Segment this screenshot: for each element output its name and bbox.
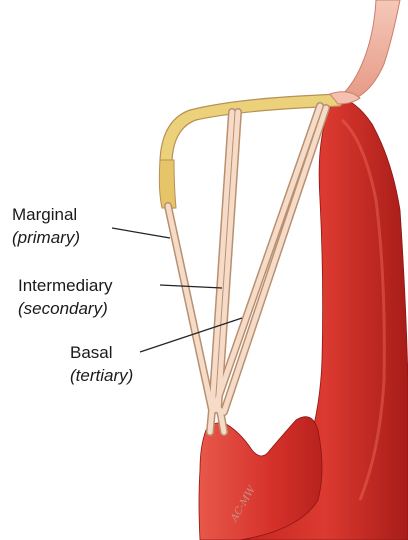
label-intermediary-sub: (secondary) xyxy=(18,299,108,318)
atrial-wall xyxy=(336,0,400,100)
label-marginal-name: Marginal xyxy=(12,205,77,224)
chordae-tendineae xyxy=(168,106,326,432)
leader-line-intermediary xyxy=(160,285,222,288)
label-intermediary-name: Intermediary xyxy=(18,276,113,295)
label-marginal: Marginal (primary) xyxy=(12,205,170,247)
label-marginal-sub: (primary) xyxy=(12,228,80,247)
leader-line-marginal xyxy=(112,228,170,238)
label-basal-sub: (tertiary) xyxy=(70,366,133,385)
leaflet-tip xyxy=(159,160,176,208)
label-basal-name: Basal xyxy=(70,343,113,362)
